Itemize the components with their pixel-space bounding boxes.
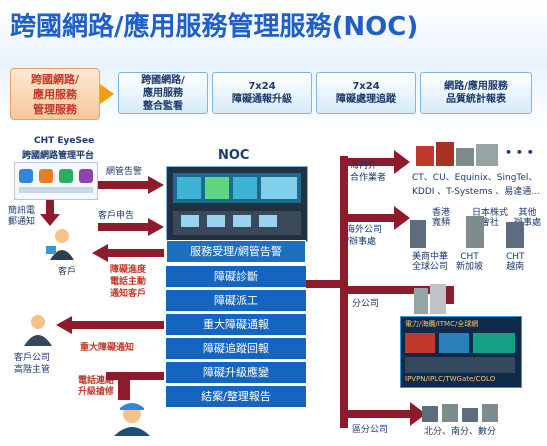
top-box-label: 網路/應用服務 品質統計報表 <box>444 81 508 105</box>
eyesee-subtitle: 跨國網路管理平台 <box>22 151 95 161</box>
right-arrow-icon <box>98 176 164 194</box>
top-box-tracking: 7x24 障礙處理追蹤 <box>316 72 416 114</box>
customer-label: 客戶 <box>58 267 77 277</box>
process-step: 重大障礙通報 <box>166 314 306 335</box>
eyesee-platform-screenshot <box>14 162 98 200</box>
down-arrow-icon <box>40 200 60 226</box>
branch-noc-label1: 電力/海纜/ITMC/全球網 <box>405 320 479 328</box>
office-buildings-icon <box>410 216 524 248</box>
customer-report-label: 客戶申告 <box>98 211 135 221</box>
down-left-arrow-icon <box>106 372 164 400</box>
process-step: 服務受理/網管告警 <box>166 240 306 263</box>
hk-label: 香港 寬頻 <box>432 208 451 228</box>
category-arrow-icon <box>100 84 114 104</box>
top-box-monitor: 跨國網路/ 應用服務 整合監看 <box>118 72 208 114</box>
phone-escalation-label: 電話連絡 升級搶修 <box>78 376 115 397</box>
noc-label: NOC <box>218 148 250 163</box>
top-box-report: 網路/應用服務 品質統計報表 <box>420 72 532 114</box>
network-alarm-label: 網管告警 <box>106 167 143 177</box>
region-branch-label: 區分公司 <box>352 425 389 435</box>
other-office-label: 其他 辦事處 <box>514 208 542 228</box>
customer-icon <box>46 229 74 260</box>
jp-label: 日本株式 會社 <box>472 208 509 228</box>
page-title: 跨國網路/應用服務管理服務(NOC) <box>10 12 419 42</box>
branch-building-icon <box>414 284 446 314</box>
meiguo-label: 美商中華 全球公司 <box>412 252 449 272</box>
partners-line1: CT、CU、Equinix、SingTel、 <box>412 173 538 183</box>
sg-label: CHT 新加坡 <box>456 252 484 272</box>
left-arrow-icon <box>56 316 164 334</box>
partners-line2: KDDI 、T-Systems 、易達通… <box>412 187 541 197</box>
datacenter-buildings-icon <box>416 142 498 166</box>
manager-icon <box>24 315 52 346</box>
top-box-label: 7x24 障礙處理追蹤 <box>336 81 396 105</box>
right-arrow-icon <box>98 218 164 236</box>
top-box-escalation: 7x24 障礙通報升級 <box>212 72 312 114</box>
major-notice-label: 重大障礙通知 <box>80 343 135 353</box>
eyesee-title: CHT EyeSee <box>34 136 95 146</box>
engineer-icon <box>114 403 150 436</box>
process-step: 結案/整理報告 <box>166 386 306 407</box>
noc-room-photo <box>166 166 308 242</box>
progress-note: 障礙進度 電話主動 通知客戶 <box>110 265 147 299</box>
process-step: 障礙追蹤回報 <box>166 338 306 359</box>
regions-label: 北分、南分、數分 <box>424 427 497 437</box>
sms-label: 簡訊電 郵通知 <box>8 206 36 227</box>
branch-noc-panel: 電力/海纜/ITMC/全球網 IPVPN/IPLC/TWGate/COLO <box>400 316 522 388</box>
left-arrow-icon <box>92 244 164 262</box>
process-step: 障礙升級應變 <box>166 362 306 383</box>
region-buildings-icon <box>422 404 498 422</box>
branch-label: 分公司 <box>352 299 380 309</box>
category-box: 跨國網路/ 應用服務 管理服務 <box>10 68 100 120</box>
process-step: 障礙診斷 <box>166 266 306 287</box>
customer-manager-label: 客戶公司 高階主管 <box>14 353 51 375</box>
more-partners-ellipsis: • • • <box>505 146 534 159</box>
branch-noc-label2: IPVPN/IPLC/TWGate/COLO <box>405 375 496 383</box>
process-step: 障礙派工 <box>166 290 306 311</box>
overseas-partner-label: 海內外 合作業者 <box>350 161 387 183</box>
category-label: 跨國網路/ 應用服務 管理服務 <box>30 72 80 116</box>
overseas-branch-label: 海外公司 /辦事處 <box>346 225 383 247</box>
noc-process-steps: 服務受理/網管告警 障礙診斷 障礙派工 重大障礙通報 障礙追蹤回報 障礙升級應變… <box>166 240 306 410</box>
vn-label: CHT 越南 <box>506 252 525 272</box>
top-box-label: 7x24 障礙通報升級 <box>232 81 292 105</box>
top-box-label: 跨國網路/ 應用服務 整合監看 <box>141 74 185 112</box>
